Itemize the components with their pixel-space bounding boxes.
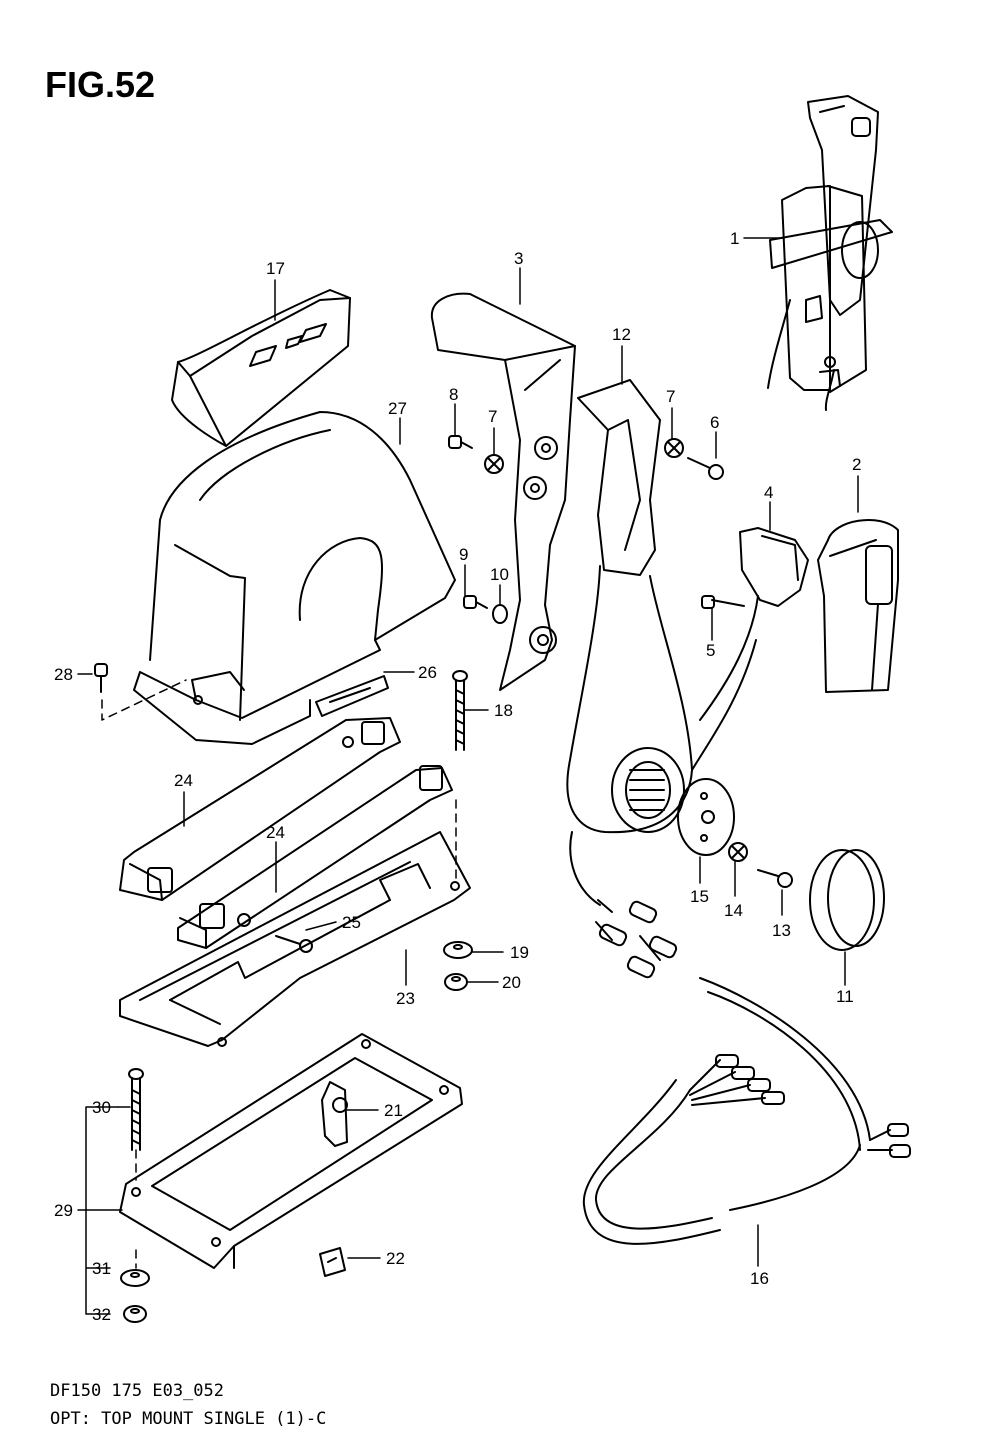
- callout-19: 19: [510, 943, 529, 962]
- part-3-lever-arm: [430, 292, 576, 691]
- part-1-remote-control-assembly: [767, 95, 893, 411]
- part-24-bracket-upper: [119, 717, 401, 901]
- callout-14: 14: [724, 901, 743, 920]
- callout-24a: 24: [174, 771, 193, 790]
- callout-26: 26: [418, 663, 437, 682]
- part-24-bracket-lower: [177, 765, 453, 949]
- callout-9: 9: [459, 545, 468, 564]
- callout-11: 11: [836, 987, 854, 1006]
- callout-4: 4: [764, 483, 773, 502]
- callout-10: 10: [490, 565, 509, 584]
- part-22-clip: [319, 1247, 346, 1277]
- part-21-cable-clamp: [321, 1081, 348, 1147]
- callout-2: 2: [852, 455, 861, 474]
- callout-12: 12: [612, 325, 631, 344]
- callout-17: 17: [266, 259, 285, 278]
- part-15-plate: [677, 778, 735, 856]
- callout-30: 30: [92, 1098, 111, 1117]
- part-6-screw: [687, 457, 724, 480]
- part-14-washer: [728, 842, 748, 862]
- callout-3: 3: [514, 249, 523, 268]
- part-5-screw: [701, 595, 745, 609]
- callout-27: 27: [388, 399, 407, 418]
- callout-20: 20: [502, 973, 521, 992]
- callout-7a: 7: [666, 387, 675, 406]
- callout-1: 1: [730, 229, 739, 248]
- part-4-switch: [699, 527, 809, 721]
- figure-code: DF150 175 E03_052: [50, 1381, 224, 1401]
- part-20-nut: [444, 973, 468, 991]
- part-2-handle-grip: [817, 518, 899, 693]
- callout-6: 6: [710, 413, 719, 432]
- callout-22: 22: [386, 1249, 405, 1268]
- callout-18: 18: [494, 701, 513, 720]
- part-11-cap: [809, 849, 885, 951]
- callout-32: 32: [92, 1305, 111, 1324]
- callout-15: 15: [690, 887, 709, 906]
- part-13-screw: [757, 869, 793, 888]
- part-12-control-arm: [566, 379, 757, 834]
- part-31-washer: [120, 1249, 150, 1287]
- callout-5: 5: [706, 641, 715, 660]
- callout-23: 23: [396, 989, 415, 1008]
- part-28-screw: [94, 663, 187, 721]
- part-29-base-frame: [119, 1033, 463, 1269]
- part-10-washer: [492, 604, 508, 624]
- part-17-top-trim: [171, 289, 351, 447]
- callout-28: 28: [54, 665, 73, 684]
- callout-13: 13: [772, 921, 791, 940]
- callout-31: 31: [92, 1259, 111, 1278]
- part-30-long-bolt: [128, 1068, 144, 1181]
- part-7-washer: [484, 438, 684, 474]
- leader-lines: [77, 237, 859, 1315]
- part-9-bolt: [463, 595, 488, 609]
- callout-labels: 1 2 3 4 5 6 7 7 8 9 10 11 12 13 14 15 16…: [54, 229, 861, 1324]
- callout-16: 16: [750, 1269, 769, 1288]
- part-26-gasket: [315, 675, 389, 717]
- callout-25: 25: [342, 913, 361, 932]
- part-18-long-bolt: [452, 670, 468, 751]
- part-25-screw: [275, 935, 313, 953]
- part-8-bolt: [448, 435, 473, 449]
- callout-8: 8: [449, 385, 458, 404]
- figure-title: FIG.52: [45, 64, 155, 105]
- part-27-housing-cover: [133, 411, 456, 745]
- callout-21: 21: [384, 1101, 403, 1120]
- part-23-base-plate: [119, 799, 471, 1047]
- figure-caption: OPT: TOP MOUNT SINGLE (1)-C: [50, 1409, 326, 1429]
- callout-24b: 24: [266, 823, 285, 842]
- part-16-wiring-harness: [569, 831, 911, 1245]
- callout-29: 29: [54, 1201, 73, 1220]
- part-32-nut: [123, 1305, 147, 1323]
- callout-7b: 7: [488, 407, 497, 426]
- part-19-washer: [443, 941, 473, 959]
